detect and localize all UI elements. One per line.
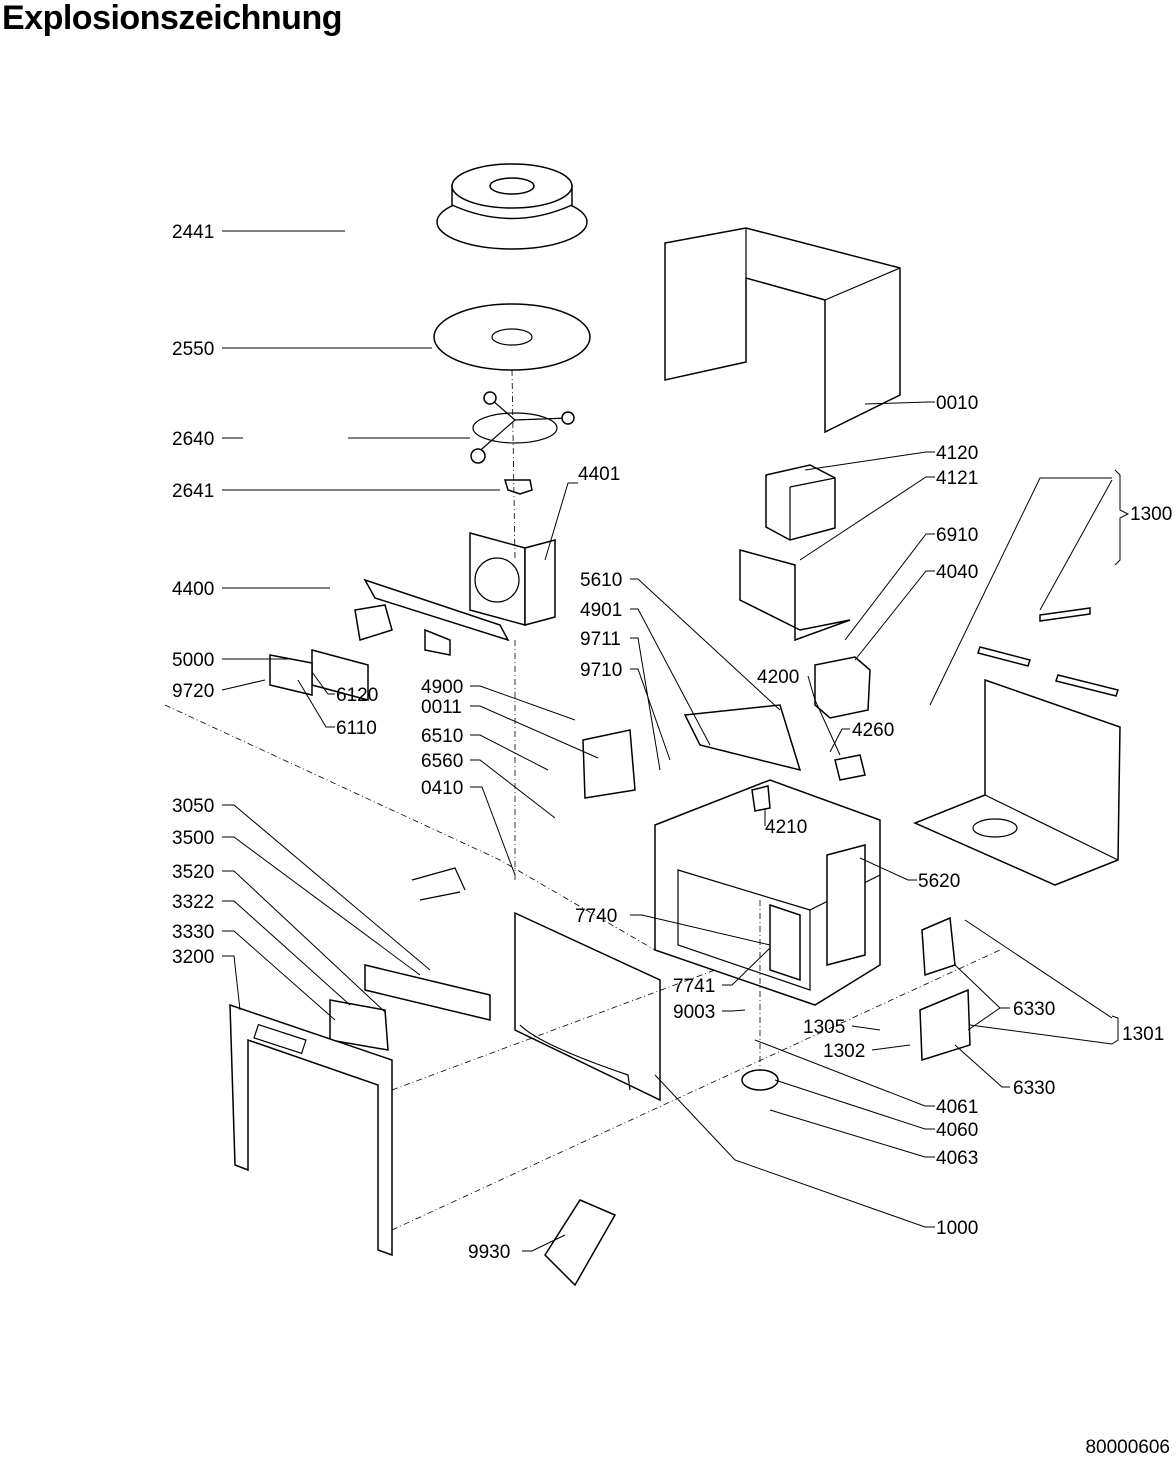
label-0010: 0010: [936, 393, 978, 414]
part-waveguide-cover: [683, 704, 802, 772]
label-6120: 6120: [336, 685, 378, 706]
label-4200: 4200: [757, 667, 799, 688]
part-keypad: [329, 999, 389, 1051]
label-4063: 4063: [936, 1148, 978, 1169]
part-transformer-bracket: [739, 549, 851, 642]
part-door: [514, 911, 661, 1102]
label-7741: 7741: [673, 976, 715, 997]
label-4061: 4061: [936, 1097, 978, 1118]
label-3520: 3520: [172, 862, 214, 883]
label-6110: 6110: [336, 718, 377, 739]
part-rear-wall-assembly: [913, 607, 1121, 886]
part-control-switches: [269, 649, 369, 701]
label-4060: 4060: [936, 1120, 978, 1141]
part-interlock-switches: [919, 916, 971, 1062]
assembly-lines: [164, 369, 1001, 1231]
label-1305: 1305: [803, 1017, 845, 1038]
label-4260: 4260: [852, 720, 894, 741]
label-7740: 7740: [575, 906, 617, 927]
label-2441: 2441: [172, 222, 214, 243]
label-2640: 2640: [172, 429, 214, 450]
label-2550: 2550: [172, 339, 214, 360]
label-9930: 9930: [468, 1242, 510, 1263]
label-4401: 4401: [578, 464, 620, 485]
part-roller-ring: [470, 391, 575, 464]
label-4400: 4400: [172, 579, 214, 600]
label-1300: 1300: [1130, 504, 1172, 525]
leader-lines: [221, 230, 1130, 1252]
label-4121: 4121: [936, 468, 978, 489]
page-title: Explosionszeichnung: [2, 0, 342, 37]
label-9003: 9003: [673, 1002, 715, 1023]
label-9711: 9711: [580, 629, 621, 650]
label-3050: 3050: [172, 796, 214, 817]
label-5000: 5000: [172, 650, 214, 671]
label-5610: 5610: [580, 570, 622, 591]
label-2641: 2641: [172, 481, 214, 502]
label-3500: 3500: [172, 828, 214, 849]
part-front-frame: [229, 1003, 393, 1257]
part-control-board: [364, 867, 491, 1021]
part-turntable-plate: [433, 303, 591, 371]
part-labels: 2441 2550 2640 2641 4400 4401 5000 9720 …: [172, 222, 1172, 1263]
label-4120: 4120: [936, 443, 978, 464]
label-6560: 6560: [421, 751, 463, 772]
label-1302: 1302: [823, 1041, 865, 1062]
part-thermal-fuse: [834, 754, 866, 781]
label-0011: 0011: [421, 697, 462, 718]
document-number: 80000606: [1085, 1437, 1170, 1458]
label-3330: 3330: [172, 922, 214, 943]
label-0410: 0410: [421, 778, 463, 799]
label-9720: 9720: [172, 681, 214, 702]
label-9710: 9710: [580, 660, 622, 681]
part-outer-casing: [664, 227, 901, 434]
part-turntable-motor: [741, 1069, 779, 1091]
part-cover-dome: [436, 163, 588, 250]
label-6910: 6910: [936, 525, 978, 546]
label-6330-bottom: 6330: [1013, 1078, 1055, 1099]
part-transformer: [765, 464, 836, 541]
label-1000: 1000: [936, 1218, 978, 1239]
label-6510: 6510: [421, 726, 463, 747]
label-3322: 3322: [172, 892, 214, 913]
part-lamp: [751, 785, 771, 812]
part-accessory-holder: [544, 1199, 617, 1287]
part-motor-bracket: [354, 532, 556, 656]
label-4901: 4901: [580, 600, 622, 621]
part-coupler: [503, 479, 533, 495]
label-4040: 4040: [936, 562, 978, 583]
part-main-cavity: [654, 779, 881, 1006]
label-1301: 1301: [1122, 1024, 1164, 1045]
label-4900: 4900: [421, 677, 463, 698]
part-magnetron: [814, 656, 871, 719]
label-4210: 4210: [765, 817, 807, 838]
label-6330-top: 6330: [1013, 999, 1055, 1020]
label-3200: 3200: [172, 947, 214, 968]
part-mica-plate: [582, 729, 636, 799]
label-5620: 5620: [918, 871, 960, 892]
